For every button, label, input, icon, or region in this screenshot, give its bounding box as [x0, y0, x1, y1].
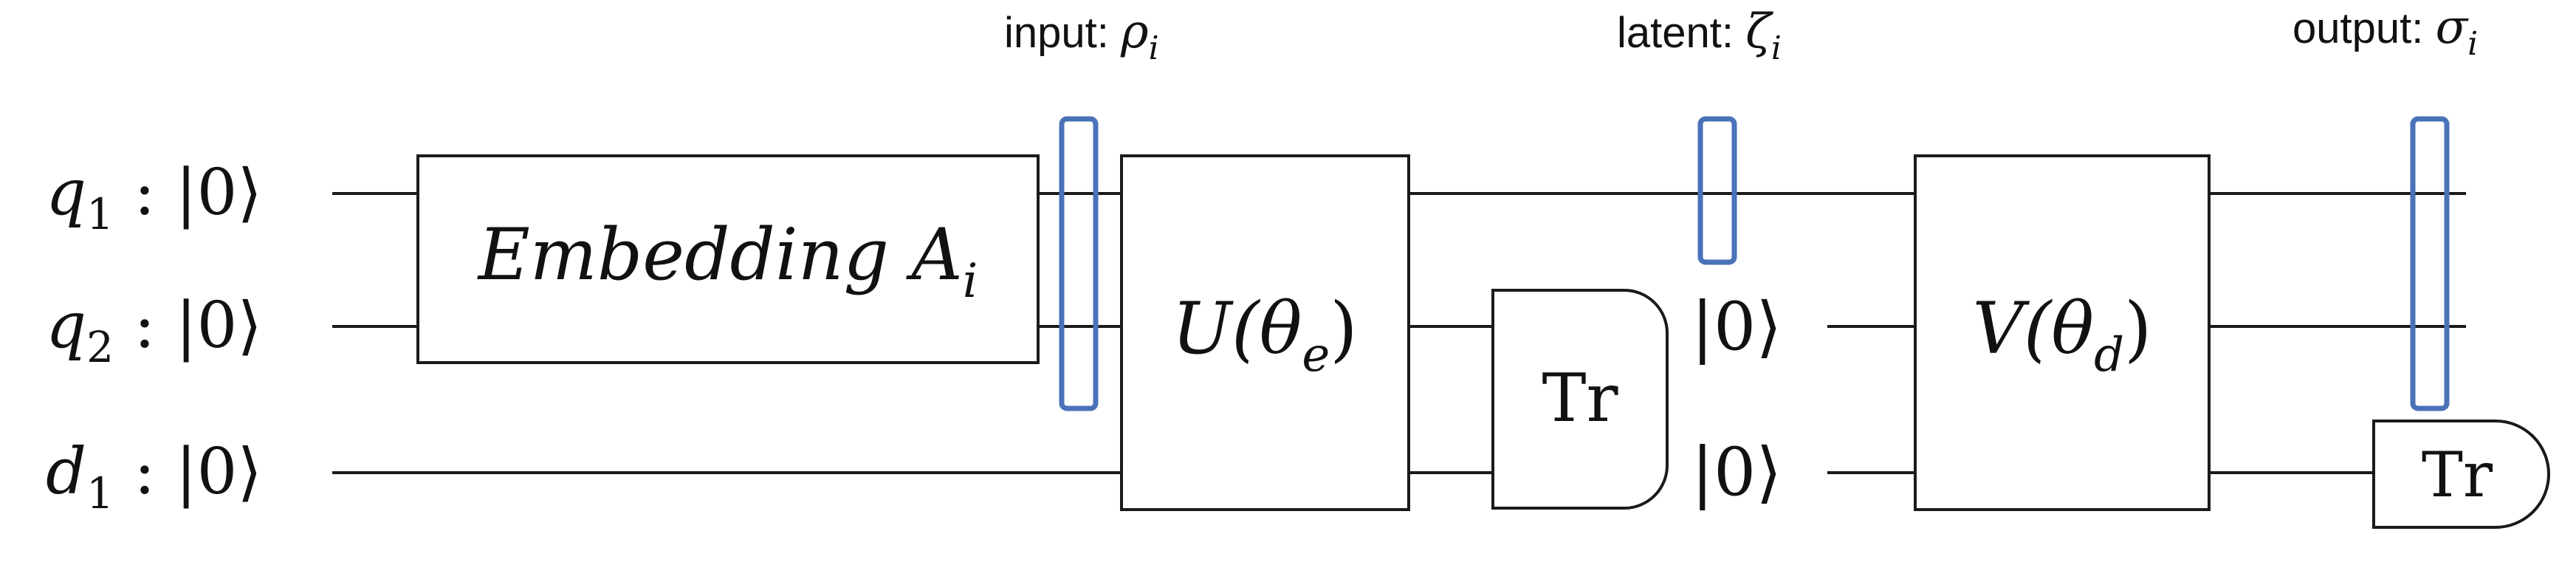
embedding-sub: i	[963, 254, 978, 309]
trace-middle-label: Tr	[1542, 360, 1618, 437]
trace-gate-middle: Tr	[1491, 289, 1669, 510]
qubit-label-ket: |0⟩	[176, 156, 262, 230]
embedding-text: Embedding A	[477, 213, 963, 296]
output-state-marker	[2410, 116, 2450, 411]
qubit-label-ket: |0⟩	[176, 435, 262, 509]
qubit-label-sep: :	[134, 156, 155, 230]
qubit-label-var: d	[46, 435, 86, 509]
qubit-label-sep: :	[134, 289, 155, 363]
embedding-gate: Embedding Ai	[416, 154, 1040, 364]
input-state-marker	[1059, 116, 1099, 411]
svg-text:d1 : |0⟩: d1 : |0⟩	[46, 435, 262, 518]
qubit-label-var: q	[46, 156, 86, 230]
qubit-label-sub: 2	[86, 322, 114, 372]
trace-gate-output: Tr	[2372, 420, 2551, 529]
output-annotation: output: σi	[2292, 0, 2478, 63]
qubit-label-var: q	[46, 289, 86, 363]
trace-output-label: Tr	[2422, 439, 2493, 511]
qubit-label-sub: 1	[86, 468, 114, 518]
wires	[332, 192, 2466, 474]
embedding-gate-label: Embedding Ai	[477, 213, 978, 309]
decoder-gate-label: V(θd)	[1973, 287, 2152, 383]
qubit-label-d1: d1 : |0⟩	[46, 435, 262, 518]
latent-annotation: latent: ζi	[1617, 4, 1782, 67]
decoder-gate: V(θd)	[1914, 154, 2211, 511]
reset-ket-d1: |0⟩	[1691, 434, 1782, 511]
qubit-label-sep: :	[134, 435, 155, 509]
qubit-label-q2: q2 : |0⟩	[46, 289, 262, 372]
latent-state-marker	[1697, 116, 1737, 265]
qubit-label-ket: |0⟩	[176, 289, 262, 363]
svg-text:q1 : |0⟩: q1 : |0⟩	[46, 156, 262, 239]
qubit-label-sub: 1	[86, 189, 114, 239]
encoder-gate-label: U(θe)	[1172, 287, 1357, 383]
qubit-label-q1: q1 : |0⟩	[46, 156, 262, 239]
input-annotation: input: ρi	[1004, 4, 1159, 67]
svg-text:q2 : |0⟩: q2 : |0⟩	[46, 289, 262, 372]
encoder-gate: U(θe)	[1120, 154, 1410, 511]
reset-ket-q2: |0⟩	[1691, 288, 1782, 366]
